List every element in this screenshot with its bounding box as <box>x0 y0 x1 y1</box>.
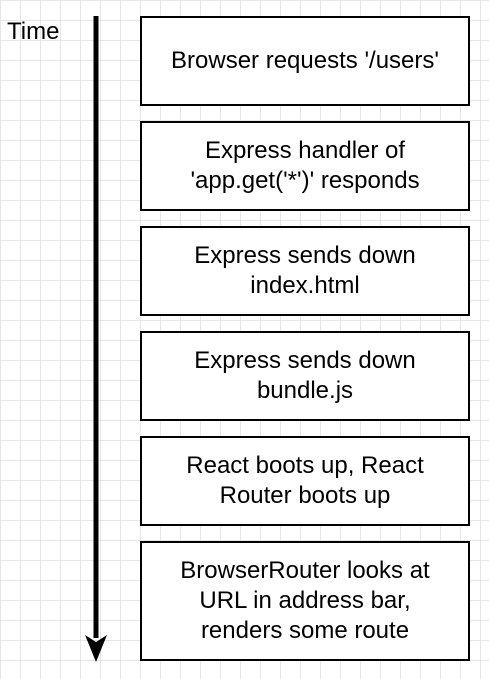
step-browser-router-render: BrowserRouter looks at URL in address ba… <box>140 541 470 661</box>
time-arrowhead <box>85 635 107 662</box>
step-react-boot: React boots up, React Router boots up <box>140 436 470 526</box>
flow-steps: Browser requests '/users' Express handle… <box>140 16 470 661</box>
step-text: Express sends down index.html <box>194 242 416 299</box>
step-text: Express sends down bundle.js <box>194 347 416 404</box>
step-text: React boots up, React Router boots up <box>186 452 424 509</box>
step-send-index-html: Express sends down index.html <box>140 226 470 316</box>
step-browser-request: Browser requests '/users' <box>140 16 470 106</box>
time-axis-label: Time <box>7 18 60 45</box>
step-express-handler: Express handler of 'app.get('*')' respon… <box>140 121 470 211</box>
step-text: BrowserRouter looks at URL in address ba… <box>180 557 430 644</box>
time-arrow-icon <box>85 16 107 662</box>
step-text: Express handler of 'app.get('*')' respon… <box>190 137 420 194</box>
step-text: Browser requests '/users' <box>171 47 439 74</box>
step-send-bundle-js: Express sends down bundle.js <box>140 331 470 421</box>
